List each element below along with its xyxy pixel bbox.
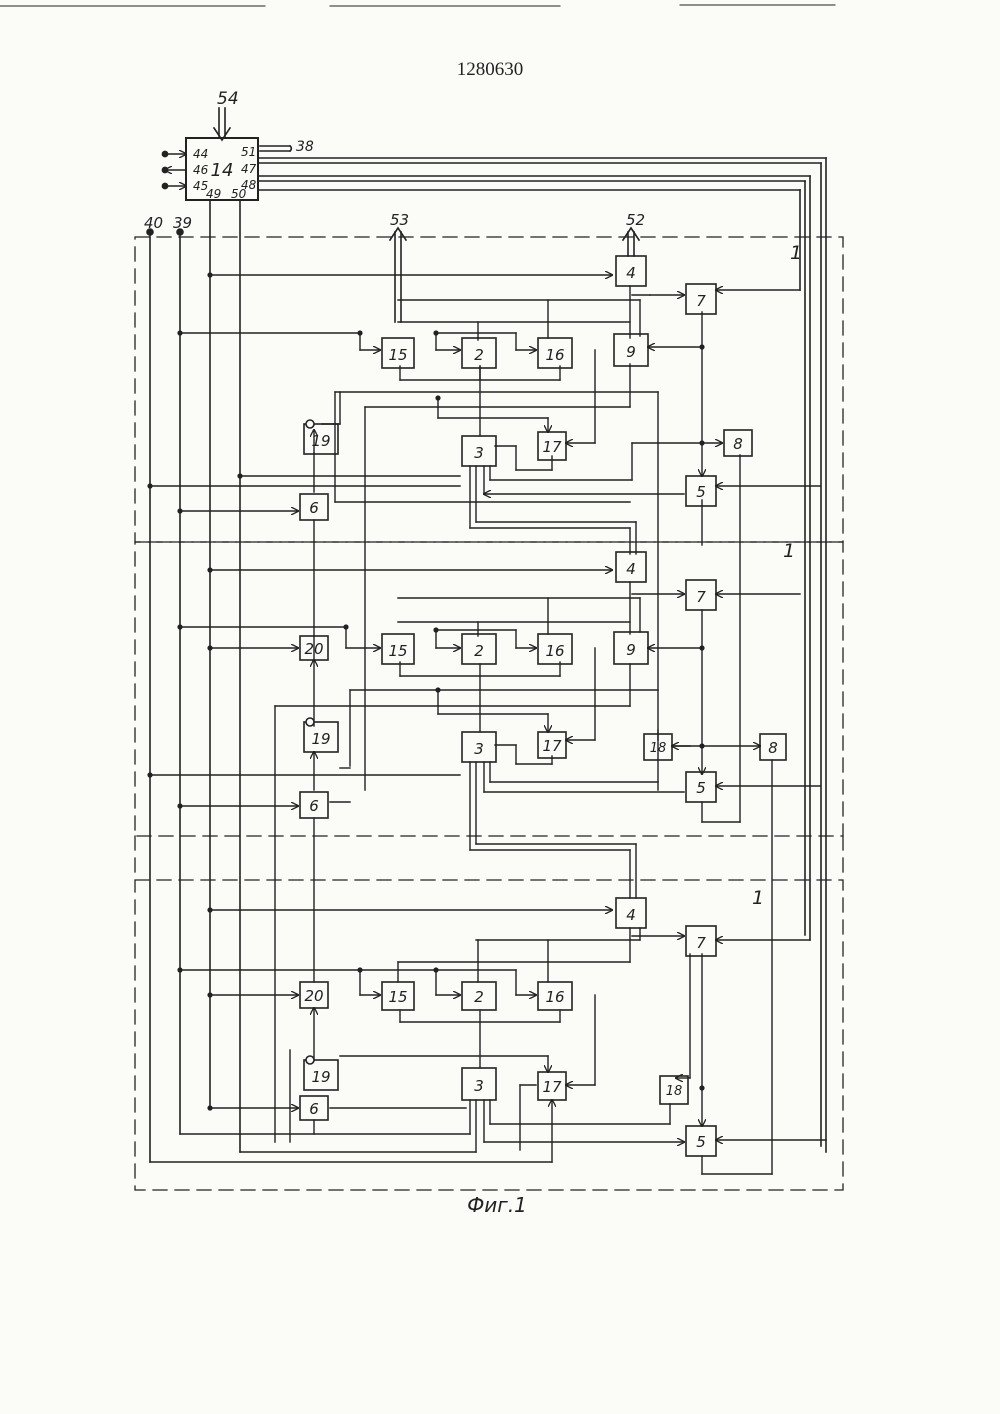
- svg-text:16: 16: [545, 988, 564, 1006]
- svg-text:19: 19: [311, 730, 330, 748]
- svg-text:19: 19: [311, 1068, 330, 1086]
- stage-2-blocks: [300, 552, 786, 818]
- svg-text:20: 20: [304, 987, 323, 1005]
- svg-text:3: 3: [474, 444, 484, 462]
- stage-label-3: 1: [752, 887, 764, 909]
- pin-44: 44: [193, 147, 208, 161]
- figure-caption: Фиг.1: [467, 1193, 527, 1217]
- stage-3-labels: 4 7 20 15 2 16 19 3 17 18 6 5: [304, 906, 706, 1151]
- pin-49: 49: [206, 187, 221, 201]
- label-54: 54: [217, 89, 239, 109]
- bus-38: [260, 146, 291, 151]
- svg-text:19: 19: [311, 432, 330, 450]
- svg-text:3: 3: [474, 1077, 484, 1095]
- svg-text:6: 6: [309, 499, 319, 517]
- label-40: 40: [144, 214, 163, 232]
- svg-text:9: 9: [626, 641, 636, 659]
- svg-text:18: 18: [666, 1084, 683, 1099]
- patent-number: 1280630: [457, 59, 524, 80]
- svg-text:5: 5: [696, 779, 706, 797]
- page-edge-marks: [0, 5, 835, 6]
- svg-text:9: 9: [626, 343, 636, 361]
- pin-46: 46: [193, 163, 209, 177]
- label-53: 53: [390, 211, 409, 229]
- stage-1-labels: 4 7 15 2 16 9 19 3 17 8 6 5: [309, 264, 743, 517]
- svg-text:5: 5: [696, 483, 706, 501]
- svg-text:17: 17: [542, 737, 562, 755]
- svg-text:6: 6: [309, 797, 319, 815]
- svg-text:15: 15: [388, 988, 407, 1006]
- pin-48: 48: [241, 178, 257, 192]
- svg-text:7: 7: [696, 292, 706, 310]
- svg-text:20: 20: [304, 640, 323, 658]
- controller-label: 14: [211, 160, 234, 181]
- stage-3-wiring: [150, 818, 826, 1174]
- label-52: 52: [626, 211, 645, 229]
- svg-text:16: 16: [545, 346, 564, 364]
- stage-2-wiring: [150, 520, 820, 1174]
- svg-text:15: 15: [388, 642, 407, 660]
- pin-51: 51: [241, 145, 256, 159]
- svg-text:15: 15: [388, 346, 407, 364]
- stage-label-2: 1: [783, 540, 795, 562]
- global-buses: [147, 158, 826, 1162]
- svg-text:2: 2: [474, 988, 484, 1006]
- svg-text:16: 16: [545, 642, 564, 660]
- svg-text:17: 17: [542, 1078, 562, 1096]
- svg-text:4: 4: [626, 560, 636, 578]
- svg-text:4: 4: [626, 264, 636, 282]
- controller-block-14: 14 44 46 45 49 50 51 47 48: [186, 138, 258, 201]
- svg-text:4: 4: [626, 906, 636, 924]
- controller-left-io: [162, 151, 186, 188]
- junction-dots: [147, 272, 704, 1110]
- stage-frame-overlap: [135, 836, 843, 880]
- svg-text:17: 17: [542, 438, 562, 456]
- svg-text:2: 2: [474, 346, 484, 364]
- svg-text:3: 3: [474, 740, 484, 758]
- stage-1-wiring: [150, 275, 820, 822]
- pin-47: 47: [241, 162, 257, 176]
- svg-text:18: 18: [650, 741, 667, 756]
- svg-text:5: 5: [696, 1133, 706, 1151]
- svg-text:7: 7: [696, 588, 706, 606]
- bus-54: [214, 108, 230, 140]
- svg-text:8: 8: [768, 739, 778, 757]
- label-38: 38: [296, 139, 314, 155]
- svg-text:6: 6: [309, 1100, 319, 1118]
- svg-text:7: 7: [696, 934, 706, 952]
- label-39: 39: [173, 214, 192, 232]
- svg-text:2: 2: [474, 642, 484, 660]
- svg-text:8: 8: [733, 435, 743, 453]
